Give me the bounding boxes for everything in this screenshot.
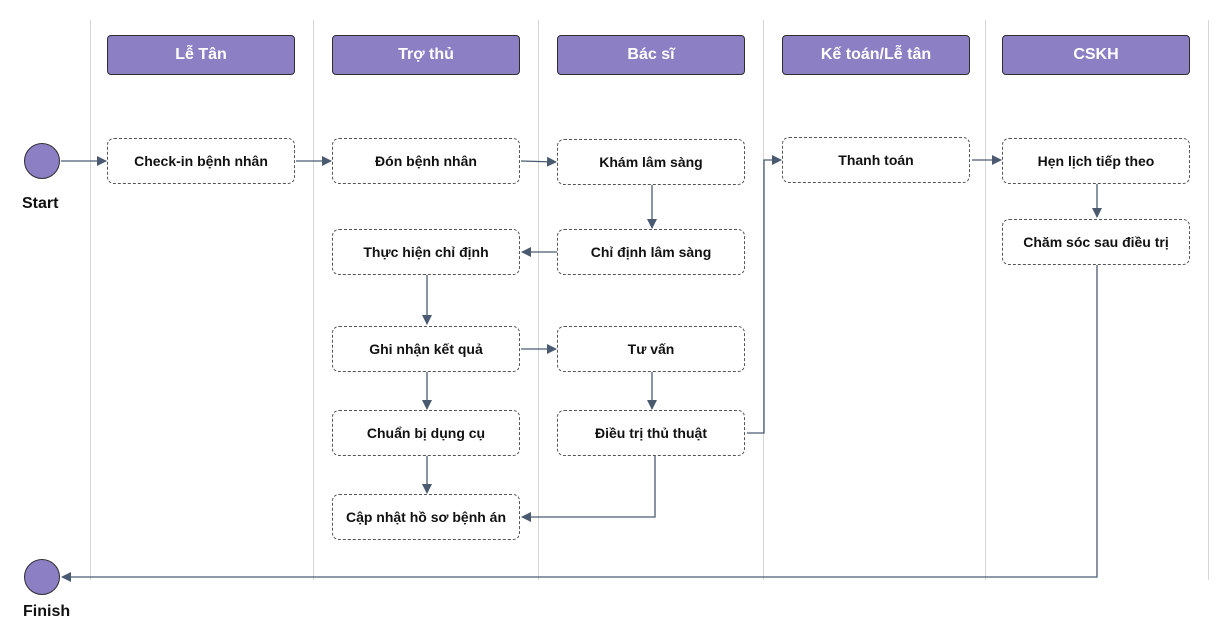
start-label: Start [22, 195, 59, 212]
node-ghi-nhan-ket-qua: Ghi nhận kết quả [332, 326, 520, 372]
node-don-benh-nhan: Đón bệnh nhân [332, 138, 520, 184]
lane-header-tro-thu: Trợ thủ [332, 35, 520, 75]
edge-dieutri-capnhat [521, 456, 656, 522]
finish-label: Finish [23, 603, 71, 620]
edge-dieutri-thanhtoan [747, 155, 782, 434]
lane-divider [538, 20, 539, 580]
lane-divider [90, 20, 91, 580]
node-chi-dinh-lam-sang: Chỉ định lâm sàng [557, 229, 745, 275]
lane-header-ke-toan: Kế toán/Lễ tân [782, 35, 970, 75]
lane-header-bac-si: Bác sĩ [557, 35, 745, 75]
lane-divider [313, 20, 314, 580]
edge-don-kham [520, 156, 557, 167]
node-kham-lam-sang: Khám lâm sàng [557, 139, 745, 185]
node-chuan-bi-dung-cu: Chuẩn bị dụng cụ [332, 410, 520, 456]
node-tu-van: Tư vấn [557, 326, 745, 372]
lane-divider [1208, 20, 1209, 580]
lane-header-le-tan: Lễ Tân [107, 35, 295, 75]
edge-chamsoc-finish [61, 265, 1098, 582]
node-checkin: Check-in bệnh nhân [107, 138, 295, 184]
finish-node [24, 559, 60, 595]
node-dieu-tri-thu-thuat: Điều trị thủ thuật [557, 410, 745, 456]
lane-header-cskh: CSKH [1002, 35, 1190, 75]
start-node [24, 143, 60, 179]
node-hen-lich: Hẹn lịch tiếp theo [1002, 138, 1190, 184]
node-cham-soc: Chăm sóc sau điều trị [1002, 219, 1190, 265]
node-thanh-toan: Thanh toán [782, 137, 970, 183]
node-cap-nhat-ho-so: Cập nhật hồ sơ bệnh án [332, 494, 520, 540]
lane-divider [985, 20, 986, 580]
node-thuc-hien-chi-dinh: Thực hiện chỉ định [332, 229, 520, 275]
